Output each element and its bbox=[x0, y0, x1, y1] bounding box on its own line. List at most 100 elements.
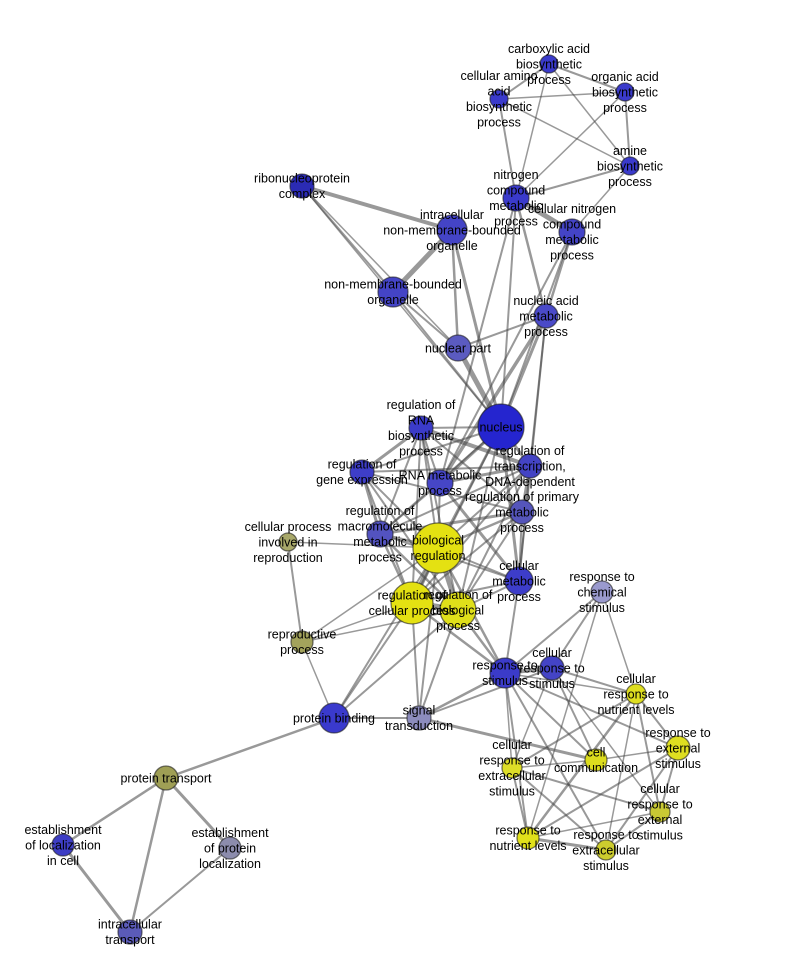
edge-rts-rtexs bbox=[504, 672, 607, 851]
node-cmp[interactable] bbox=[504, 566, 534, 596]
node-repro[interactable] bbox=[290, 630, 314, 654]
edge-nc-nucleus bbox=[500, 197, 517, 428]
node-rtnl[interactable] bbox=[516, 826, 540, 850]
edge-crts-cc bbox=[551, 667, 597, 761]
edge-rts-rtes bbox=[504, 672, 679, 749]
edge-cres-crexs bbox=[511, 767, 661, 813]
edge-rtdd-rmp bbox=[438, 464, 532, 485]
edge-elc-it bbox=[61, 843, 132, 934]
edge-rts-cc bbox=[504, 672, 597, 761]
edge-rbp-pb bbox=[333, 609, 459, 719]
node-nucleus[interactable] bbox=[477, 403, 525, 451]
node-namp[interactable] bbox=[533, 303, 559, 329]
edge-rpmp-rmmp bbox=[378, 510, 524, 536]
edge-rcs-crts bbox=[551, 591, 603, 669]
edge-carb-caa bbox=[498, 63, 550, 100]
edge-rtdd-rbp bbox=[457, 465, 531, 611]
edge-rts-cres bbox=[504, 672, 513, 769]
edge-nucleus-rge bbox=[361, 426, 502, 473]
edge-cres-rtnl bbox=[511, 767, 529, 839]
node-rtexs[interactable] bbox=[595, 839, 617, 861]
node-orga[interactable] bbox=[615, 82, 635, 102]
node-nmbo[interactable] bbox=[377, 276, 409, 308]
node-epl[interactable] bbox=[218, 836, 242, 860]
edge-rtdd-rge bbox=[361, 465, 531, 473]
node-crnl[interactable] bbox=[625, 683, 647, 705]
edge-crexs-rtnl bbox=[527, 811, 661, 839]
edge-cpir-repro bbox=[287, 541, 303, 643]
edge-rpmp-rcp bbox=[411, 511, 523, 604]
edge-namp-rmp bbox=[438, 314, 548, 485]
edge-cc-cres bbox=[511, 759, 597, 769]
node-bioreg[interactable] bbox=[412, 522, 464, 574]
node-rnp[interactable] bbox=[289, 173, 315, 199]
node-rge[interactable] bbox=[349, 459, 375, 485]
node-crts[interactable] bbox=[539, 655, 565, 681]
edges-layer bbox=[61, 63, 679, 934]
edge-bioreg-pb bbox=[333, 547, 439, 719]
edge-amine-nc bbox=[515, 165, 631, 199]
edge-rcs-rts bbox=[504, 591, 603, 674]
node-rpmp[interactable] bbox=[509, 499, 535, 525]
edge-rtes-cc bbox=[595, 747, 679, 761]
node-rmp[interactable] bbox=[426, 469, 454, 497]
edge-amine-cnc bbox=[571, 165, 631, 233]
nodes-layer bbox=[51, 54, 691, 945]
node-nc[interactable] bbox=[502, 184, 530, 212]
edge-pt-epl bbox=[164, 776, 232, 850]
node-amine[interactable] bbox=[620, 156, 640, 176]
node-inmbo[interactable] bbox=[436, 214, 468, 246]
edge-nc-namp bbox=[514, 196, 548, 318]
edge-crts-st bbox=[418, 667, 553, 719]
edge-pb-pt bbox=[164, 716, 336, 780]
edge-namp-npart bbox=[457, 315, 547, 349]
node-rcp[interactable] bbox=[390, 581, 434, 625]
edge-carb-nc bbox=[515, 63, 550, 199]
node-rtes[interactable] bbox=[665, 735, 691, 761]
node-rmmp[interactable] bbox=[366, 520, 394, 548]
node-rrbp[interactable] bbox=[408, 415, 434, 441]
edge-rnp-inmbo bbox=[300, 184, 454, 232]
edge-carb-amine bbox=[548, 63, 631, 167]
node-cpir[interactable] bbox=[278, 532, 298, 552]
edge-carb-orga bbox=[548, 63, 626, 93]
node-crexs[interactable] bbox=[649, 801, 671, 823]
edge-caa-nc bbox=[498, 98, 517, 199]
node-cres[interactable] bbox=[501, 757, 523, 779]
edge-rmp-cmp bbox=[438, 481, 521, 583]
edge-rtnl-rtexs bbox=[526, 836, 608, 852]
node-rbp[interactable] bbox=[439, 591, 477, 629]
edge-epl-it bbox=[129, 847, 231, 933]
edge-rtes-rtexs bbox=[605, 747, 679, 851]
edge-rnp-npart bbox=[301, 185, 459, 349]
edge-crnl-rtexs bbox=[605, 693, 637, 851]
node-pt[interactable] bbox=[153, 765, 179, 791]
node-caa[interactable] bbox=[489, 89, 509, 109]
node-carb[interactable] bbox=[539, 54, 559, 74]
node-cnc[interactable] bbox=[558, 218, 586, 246]
edge-st-cc bbox=[417, 716, 598, 762]
edge-crnl-cres bbox=[511, 693, 637, 769]
edge-rrbp-rtdd bbox=[419, 426, 532, 468]
edge-caa-orga bbox=[498, 91, 626, 100]
node-rts[interactable] bbox=[489, 657, 521, 689]
edge-orga-nc bbox=[515, 91, 626, 199]
edge-rrbp-rpmp bbox=[420, 427, 523, 513]
node-it[interactable] bbox=[117, 919, 143, 945]
edge-pt-elc bbox=[61, 776, 168, 847]
edge-rtes-rtnl bbox=[527, 747, 679, 839]
edge-rbp-st bbox=[418, 609, 459, 719]
edge-inmbo-nucleus bbox=[450, 228, 503, 429]
node-rcs[interactable] bbox=[590, 580, 614, 604]
node-st[interactable] bbox=[406, 705, 432, 731]
node-npart[interactable] bbox=[444, 334, 472, 362]
edge-pt-it bbox=[128, 776, 168, 934]
node-cc[interactable] bbox=[584, 748, 608, 772]
node-pb[interactable] bbox=[318, 702, 350, 734]
edge-rrbp-rcp bbox=[411, 427, 422, 604]
node-elc[interactable] bbox=[51, 833, 75, 857]
edge-inmbo-npart bbox=[450, 228, 460, 350]
node-rtdd[interactable] bbox=[517, 453, 543, 479]
